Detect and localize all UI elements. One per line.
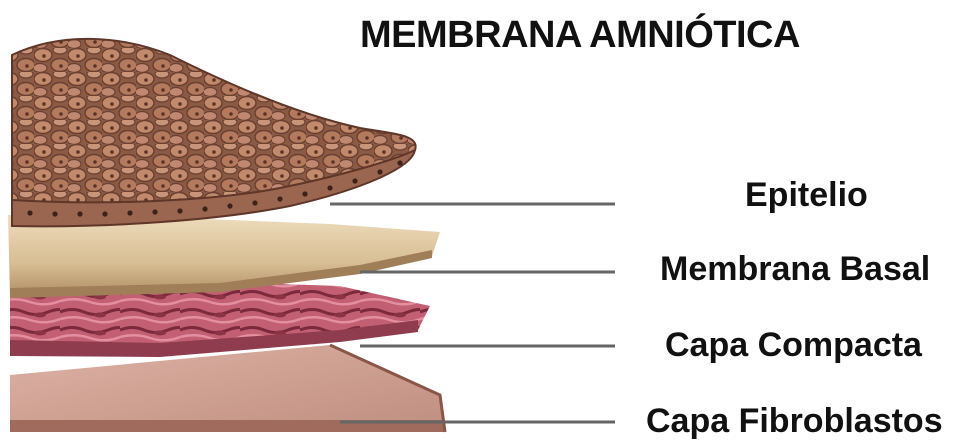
layer-membrana-basal [8,215,440,298]
layer-epitelio [12,39,416,226]
label-membrana-basal: Membrana Basal [660,250,930,289]
layer-capa-fibroblastos [10,345,445,432]
label-capa-fibroblastos: Capa Fibroblastos [646,402,943,441]
diagram-title: MEMBRANA AMNIÓTICA [340,14,820,57]
label-epitelio: Epitelio [745,176,868,215]
label-capa-compacta: Capa Compacta [665,326,922,365]
